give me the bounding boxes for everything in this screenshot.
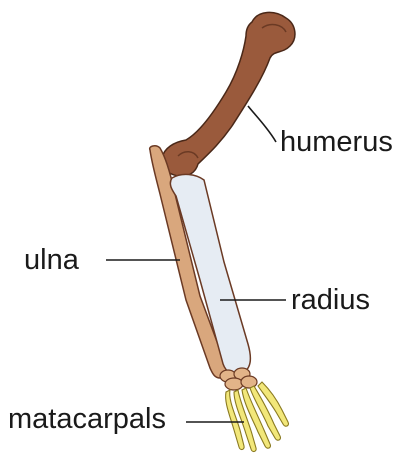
humerus-bone bbox=[162, 12, 295, 176]
humerus-label: humerus bbox=[280, 128, 393, 157]
humerus-leader-line bbox=[248, 106, 276, 142]
radius-label: radius bbox=[291, 286, 370, 315]
metacarpal-bones bbox=[226, 382, 289, 452]
ulna-label: ulna bbox=[24, 246, 79, 275]
matacarpals-label: matacarpals bbox=[8, 405, 166, 434]
